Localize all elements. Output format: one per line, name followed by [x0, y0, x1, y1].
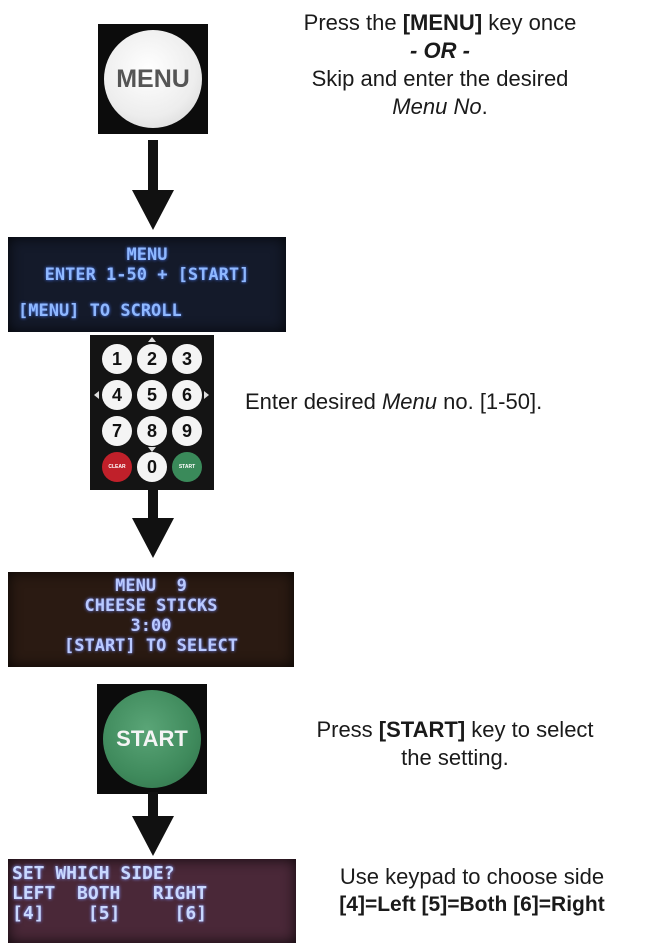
- step2-menu-ref: Menu: [381, 389, 438, 414]
- lcd-line-3: [MENU] TO SCROLL: [18, 301, 182, 321]
- lcd2-line-1: MENU 9: [115, 576, 187, 596]
- left-triangle-icon: [94, 391, 99, 399]
- up-triangle-icon: [148, 337, 156, 342]
- lcd2-line-2: CHEESE STICKS: [84, 596, 218, 616]
- right-triangle-icon: [204, 391, 209, 399]
- step1-text-d: .: [481, 94, 488, 119]
- start-small-label: START: [178, 464, 196, 470]
- keypad-key-0: 0: [137, 452, 167, 482]
- menu-key-label: MENU: [116, 64, 190, 93]
- keypad-key-1: 1: [102, 344, 132, 374]
- step2-text-b: no. [1-50].: [437, 389, 543, 414]
- step3-text-b: key to select: [465, 717, 594, 742]
- clear-label: CLEAR: [108, 464, 126, 470]
- keypad-key-3: 3: [172, 344, 202, 374]
- menu-key-ref: [MENU]: [402, 10, 483, 35]
- down-arrow-icon: [132, 490, 174, 558]
- keypad-key-2: 2: [137, 344, 167, 374]
- keypad-key-7: 7: [102, 416, 132, 446]
- lcd3-line-2: LEFT BOTH RIGHT: [12, 883, 208, 904]
- step4-text-a: Use keypad to choose side: [339, 864, 605, 889]
- start-key-label: START: [116, 726, 188, 751]
- step3-text-c: the setting.: [401, 745, 509, 770]
- lcd2-line-4: [START] TO SELECT: [64, 636, 238, 656]
- lcd-line-2: ENTER 1-50 + [START]: [44, 265, 250, 285]
- step1-text-a: Press the: [303, 10, 403, 35]
- menu-key-photo: MENU: [98, 24, 208, 134]
- keypad-key-4: 4: [102, 380, 132, 410]
- menu-no-ref: Menu No: [392, 94, 482, 119]
- lcd-display-side-select: SET WHICH SIDE? LEFT BOTH RIGHT [4] [5] …: [8, 859, 296, 943]
- step3-text-a: Press: [316, 717, 379, 742]
- lcd-line-1: MENU: [126, 245, 168, 265]
- start-key-photo: START: [97, 684, 207, 794]
- keypad-key-5: 5: [137, 380, 167, 410]
- lcd-display-menu: MENU ENTER 1-50 + [START] [MENU] TO SCRO…: [8, 237, 286, 332]
- lcd-display-selected-menu: MENU 9 CHEESE STICKS 3:00 [START] TO SEL…: [8, 572, 294, 667]
- keypad-key-9: 9: [172, 416, 202, 446]
- keypad-key-8: 8: [137, 416, 167, 446]
- keypad-photo: 1 2 3 4 5 6 7 8 9 CLEAR 0 START: [90, 335, 214, 490]
- keypad-key-start: START: [172, 452, 202, 482]
- step2-instruction: Enter desired Menu no. [1-50].: [245, 388, 640, 416]
- step1-text-b: key once: [482, 10, 577, 35]
- lcd3-line-3: [4] [5] [6]: [12, 903, 208, 924]
- step3-instruction: Press [START] key to select the setting.: [265, 716, 645, 772]
- down-triangle-icon: [148, 447, 156, 452]
- lcd2-line-3: 3:00: [130, 616, 172, 636]
- menu-key: MENU: [104, 30, 202, 128]
- down-arrow-icon: [132, 140, 174, 230]
- down-arrow-icon: [132, 792, 174, 856]
- start-key-ref: [START]: [378, 717, 466, 742]
- lcd3-line-1: SET WHICH SIDE?: [12, 863, 175, 884]
- start-key: START: [103, 690, 201, 788]
- step1-instruction: Press the [MENU] key once - OR - Skip an…: [250, 9, 630, 121]
- step1-text-c: Skip and enter the desired: [311, 66, 569, 91]
- step4-key-map: [4]=Left [5]=Both [6]=Right: [339, 893, 605, 916]
- keypad-key-clear: CLEAR: [102, 452, 132, 482]
- step2-text-a: Enter desired: [245, 389, 382, 414]
- keypad-key-6: 6: [172, 380, 202, 410]
- step4-instruction: Use keypad to choose side [4]=Left [5]=B…: [300, 863, 644, 919]
- or-separator: - OR -: [410, 38, 470, 63]
